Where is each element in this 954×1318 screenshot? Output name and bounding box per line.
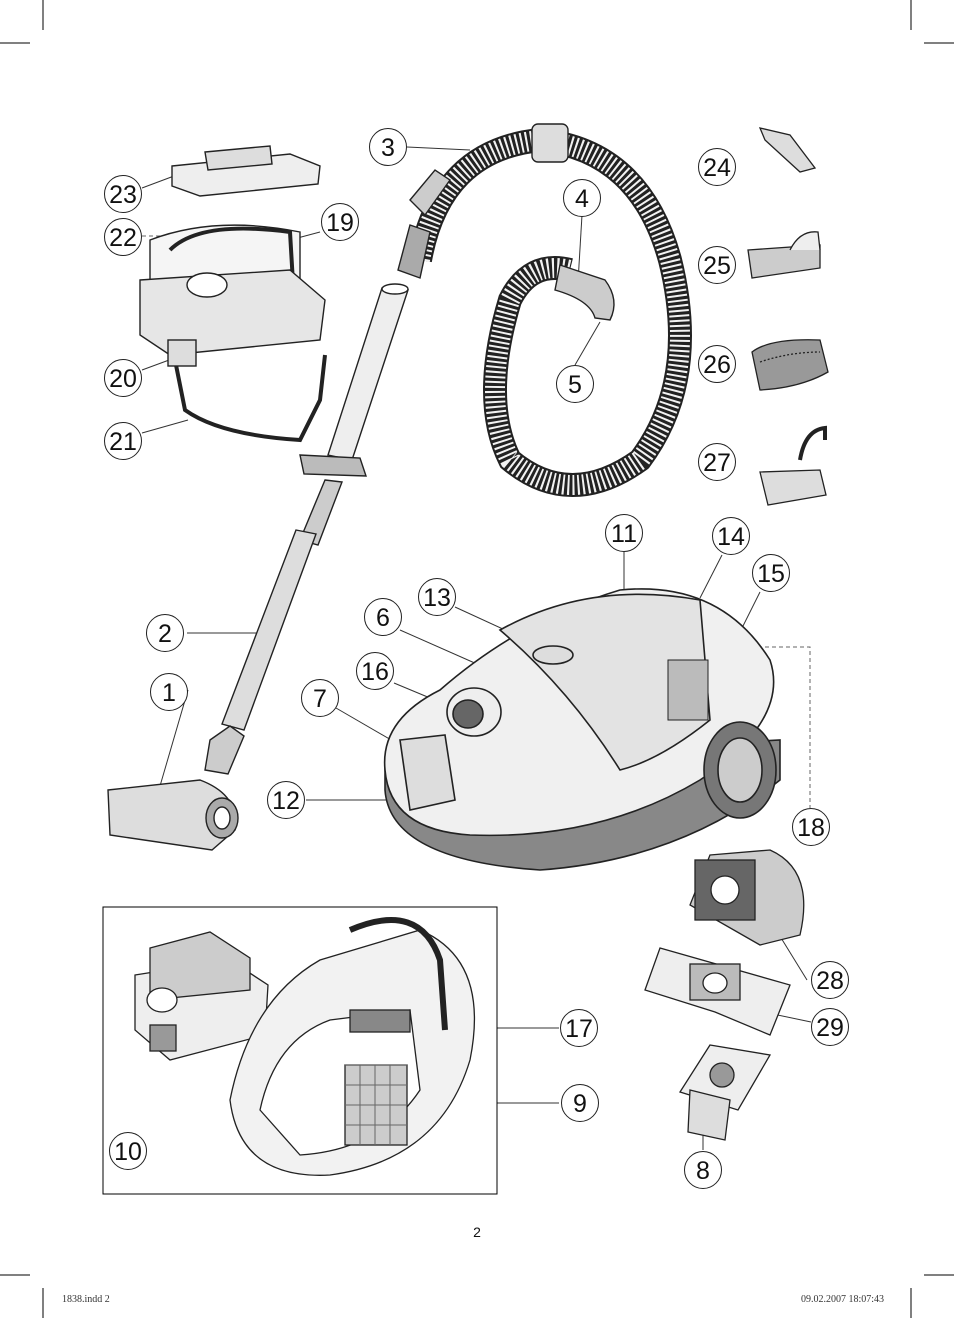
callout-25: 25: [698, 246, 736, 284]
vacuum-body: [383, 588, 781, 871]
callout-3: 3: [369, 128, 407, 166]
detail-inset: [102, 906, 498, 1195]
callout-1: 1: [150, 673, 188, 711]
footer-file: 1838.indd 2: [62, 1294, 110, 1305]
page-number: 2: [473, 1224, 481, 1240]
dust-bags: [644, 849, 805, 1141]
callout-29: 29: [811, 1008, 849, 1046]
callout-7: 7: [301, 679, 339, 717]
callout-21: 21: [104, 422, 142, 460]
callout-17: 17: [560, 1009, 598, 1047]
callout-23: 23: [104, 175, 142, 213]
callout-22: 22: [104, 218, 142, 256]
callout-8: 8: [684, 1151, 722, 1189]
callout-5: 5: [556, 365, 594, 403]
dust-container: [139, 224, 327, 443]
footer-timestamp: 09.02.2007 18:07:43: [800, 1294, 884, 1305]
callout-26: 26: [698, 345, 736, 383]
callout-19: 19: [321, 203, 359, 241]
callout-4: 4: [563, 179, 601, 217]
callout-9: 9: [561, 1084, 599, 1122]
callout-2: 2: [146, 614, 184, 652]
callout-15: 15: [752, 554, 790, 592]
callout-16: 16: [356, 652, 394, 690]
accessories: [747, 127, 829, 506]
callout-18: 18: [792, 808, 830, 846]
callout-13: 13: [418, 578, 456, 616]
hose: [397, 123, 692, 497]
turbo-brush: [107, 725, 245, 851]
callout-24: 24: [698, 148, 736, 186]
callout-12: 12: [267, 781, 305, 819]
filter-tray: [171, 145, 321, 197]
telescopic-tube: [221, 283, 409, 731]
callout-10: 10: [109, 1132, 147, 1170]
callout-28: 28: [811, 961, 849, 999]
callout-11: 11: [605, 514, 643, 552]
callout-20: 20: [104, 359, 142, 397]
callout-14: 14: [712, 517, 750, 555]
callout-6: 6: [364, 598, 402, 636]
callout-27: 27: [698, 443, 736, 481]
